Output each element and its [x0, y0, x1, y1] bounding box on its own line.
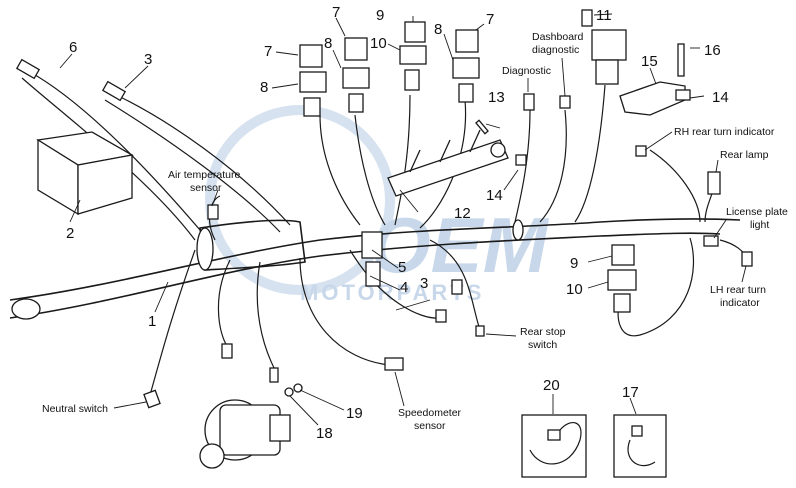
- callout-8-left: 8: [260, 79, 268, 96]
- label-license-line1: License plate: [726, 206, 788, 218]
- callout-1: 1: [148, 313, 156, 330]
- callout-17: 17: [622, 384, 639, 401]
- label-rh-turn: RH rear turn indicator: [674, 126, 775, 138]
- cable-tie-box: [521, 414, 587, 478]
- callout-14-right: 14: [712, 89, 729, 106]
- callout-7-mid: 7: [332, 4, 340, 21]
- watermark-sub: MOTORPARTS: [300, 280, 484, 305]
- label-speedo-line2: sensor: [414, 420, 446, 432]
- main-harness: [9, 218, 741, 320]
- label-speedo-line1: Speedometer: [398, 407, 462, 419]
- label-diagnostic: Diagnostic: [502, 65, 551, 77]
- holder-12: [387, 119, 527, 197]
- label-lh-turn-line2: indicator: [720, 297, 760, 309]
- watermark: OEM MOTORPARTS: [205, 105, 550, 305]
- callout-15: 15: [641, 53, 658, 70]
- battery: [36, 131, 134, 216]
- label-lh-turn-line1: LH rear turn: [710, 284, 766, 296]
- callout-numbers: 6 3 2 1 7 8 7 8 9 10 8 7 11 16 15 14 13 …: [66, 4, 729, 442]
- callout-18: 18: [316, 425, 333, 442]
- label-air-temp-line2: sensor: [190, 182, 222, 194]
- callout-3-top: 3: [144, 51, 152, 68]
- callout-9-top: 9: [376, 7, 384, 24]
- label-rear-stop-line1: Rear stop: [520, 326, 566, 338]
- callout-4: 4: [400, 279, 408, 296]
- callout-8-right: 8: [434, 21, 442, 38]
- callout-8-mid: 8: [324, 35, 332, 52]
- relays-right: [607, 244, 637, 313]
- branch-wires: [21, 71, 749, 396]
- watermark-globe: [205, 105, 395, 295]
- callout-12: 12: [454, 205, 471, 222]
- watermark-brand: OEM: [370, 201, 550, 289]
- label-license-line2: light: [750, 219, 769, 231]
- ring-terminals: [143, 343, 303, 409]
- callout-5: 5: [398, 259, 406, 276]
- relays-top: [299, 21, 480, 117]
- callout-7-left: 7: [264, 43, 272, 60]
- callout-2: 2: [66, 225, 74, 242]
- callout-10-top: 10: [370, 35, 387, 52]
- callout-11: 11: [596, 7, 612, 24]
- callout-10-right: 10: [566, 281, 583, 298]
- callout-6: 6: [69, 39, 77, 56]
- label-dashboard-line2: diagnostic: [532, 44, 579, 56]
- label-rear-lamp: Rear lamp: [720, 149, 769, 161]
- clamp-box: [613, 414, 667, 478]
- terminal-connectors: [15, 58, 127, 102]
- leader-lines: [59, 13, 747, 426]
- callout-16: 16: [704, 42, 721, 59]
- label-neutral-switch: Neutral switch: [42, 403, 108, 415]
- callout-9-right: 9: [570, 255, 578, 272]
- harness-plugs: [207, 145, 753, 371]
- callout-14-left: 14: [486, 187, 503, 204]
- label-dashboard-line1: Dashboard: [532, 31, 584, 43]
- callout-7-right: 7: [486, 11, 494, 28]
- callout-19: 19: [346, 405, 363, 422]
- dashboard-connectors: [523, 9, 627, 111]
- label-air-temp-line1: Air temperature: [168, 169, 241, 181]
- harness-end: [11, 298, 41, 320]
- bracket-15: [619, 43, 691, 116]
- starter-motor: [199, 399, 291, 469]
- label-rear-stop-line2: switch: [528, 339, 557, 351]
- callout-13: 13: [488, 89, 505, 106]
- component-labels: Dashboard diagnostic Diagnostic RH rear …: [42, 31, 788, 432]
- callout-3-mid: 3: [420, 275, 428, 292]
- callout-20: 20: [543, 377, 560, 394]
